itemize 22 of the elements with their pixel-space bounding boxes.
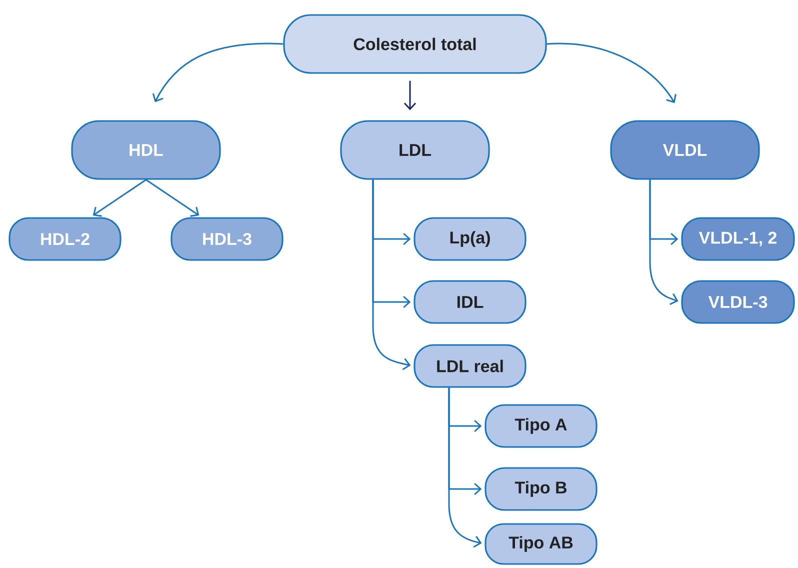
arrow <box>152 42 284 102</box>
subclass-box: VLDL-3 <box>681 280 795 324</box>
arrow <box>546 42 676 104</box>
subclass-box: VLDL-1, 2 <box>681 217 795 261</box>
subclass-box: HDL-3 <box>170 217 284 261</box>
arrow <box>404 80 416 110</box>
category-box: HDL <box>71 120 221 180</box>
subclass-box: Lp(a) <box>414 217 526 261</box>
subclass-box: Tipo AB <box>484 523 598 565</box>
category-box: VLDL <box>610 120 760 180</box>
arrow <box>448 388 482 548</box>
arrow <box>649 180 678 305</box>
subclass-box: Tipo A <box>484 404 598 448</box>
root-box: Colesterol total <box>283 14 547 74</box>
subclass-box: Tipo B <box>484 467 598 511</box>
arrow <box>92 179 146 217</box>
category-box: LDL <box>340 120 490 180</box>
arrow <box>372 180 411 370</box>
subclass-box: HDL-2 <box>8 217 122 261</box>
subclass-box: LDL real <box>414 344 526 388</box>
arrow <box>146 179 200 217</box>
subclass-box: IDL <box>414 280 526 324</box>
